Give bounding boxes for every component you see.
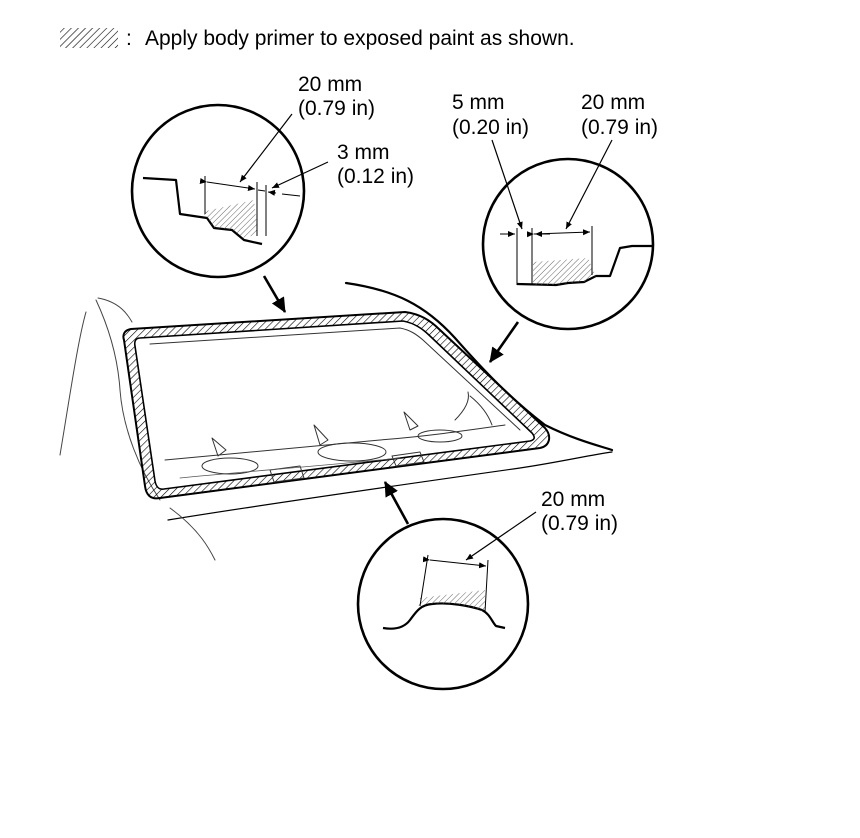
upper-left-dim1-mm: 20 mm	[298, 73, 363, 96]
callout-upper-left	[130, 103, 329, 313]
bottom-dim1-in: (0.79 in)	[541, 512, 619, 535]
upper-left-dim2-mm: 3 mm	[337, 141, 390, 164]
upper-right-dim1-in: (0.20 in)	[452, 116, 530, 139]
callout-upper-right	[481, 139, 655, 363]
legend-hatch-swatch	[60, 28, 118, 48]
upper-right-dim1-mm: 5 mm	[452, 91, 505, 114]
legend-separator: :	[126, 27, 132, 50]
windshield-frame-drawing	[59, 281, 614, 561]
bottom-dim1-mm: 20 mm	[541, 488, 606, 511]
upper-right-dim2-in: (0.79 in)	[581, 116, 659, 139]
upper-left-dim1-in: (0.79 in)	[298, 97, 376, 120]
upper-right-dim2-mm: 20 mm	[581, 91, 646, 114]
legend-text: Apply body primer to exposed paint as sh…	[145, 27, 575, 50]
callout-bottom	[356, 481, 537, 691]
upper-left-dim2-in: (0.12 in)	[337, 165, 415, 188]
